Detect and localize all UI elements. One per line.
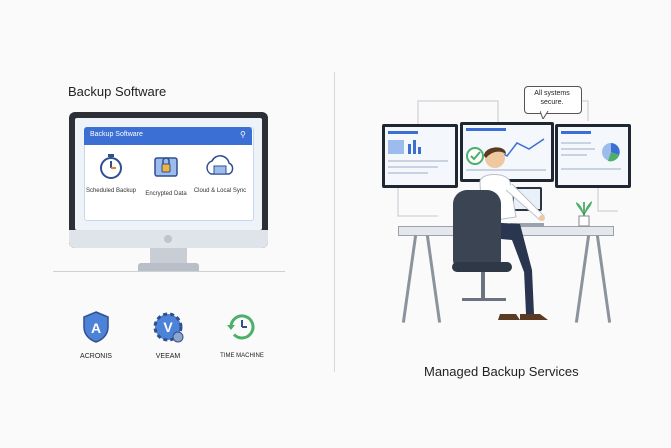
speech-bubble-text: All systems secure. [534, 90, 570, 106]
right-monitor [555, 124, 631, 188]
office-chair-back [453, 190, 501, 268]
brand-label-veeam: VEEAM [155, 353, 181, 360]
brand-label-acronis: ACRONIS [80, 353, 112, 360]
feature-label-cloud-sync: Cloud & Local Sync [193, 188, 247, 194]
brand-label-time-machine: TIME MACHINE [220, 353, 264, 359]
section-divider-line [53, 271, 285, 272]
vertical-divider [334, 72, 335, 372]
acronis-shield-icon: A [83, 311, 109, 343]
app-title: Backup Software [90, 131, 143, 138]
veeam-gear-icon: V [153, 312, 184, 343]
cloud-sync-icon [206, 155, 234, 175]
svg-text:A: A [91, 320, 101, 336]
stopwatch-icon [100, 154, 122, 179]
center-monitor [460, 122, 554, 182]
speech-bubble [524, 86, 582, 114]
app-header [84, 127, 252, 145]
time-machine-clock-icon [227, 314, 255, 340]
desk-leg [595, 235, 612, 323]
desk-leg [401, 235, 418, 323]
monitor-power-dot [164, 235, 172, 243]
plant-icon [576, 201, 592, 227]
monitor-base [138, 263, 199, 271]
svg-text:V: V [163, 319, 173, 335]
left-monitor [382, 124, 458, 188]
office-chair-post [481, 272, 485, 298]
backup-software-heading: Backup Software [68, 84, 167, 99]
desk-leg [574, 235, 591, 323]
feature-label-scheduled-backup: Scheduled Backup [85, 188, 137, 194]
desk-leg [425, 235, 442, 323]
office-chair-seat [452, 262, 512, 272]
feature-label-encrypted-data: Encrypted Data [145, 191, 187, 197]
lock-folder-icon [154, 157, 178, 177]
managed-services-heading: Managed Backup Services [424, 364, 579, 379]
office-chair-base [462, 298, 506, 301]
monitor-neck [150, 248, 187, 264]
speech-bubble-tail [540, 111, 549, 119]
search-icon[interactable]: ⚲ [240, 130, 246, 139]
